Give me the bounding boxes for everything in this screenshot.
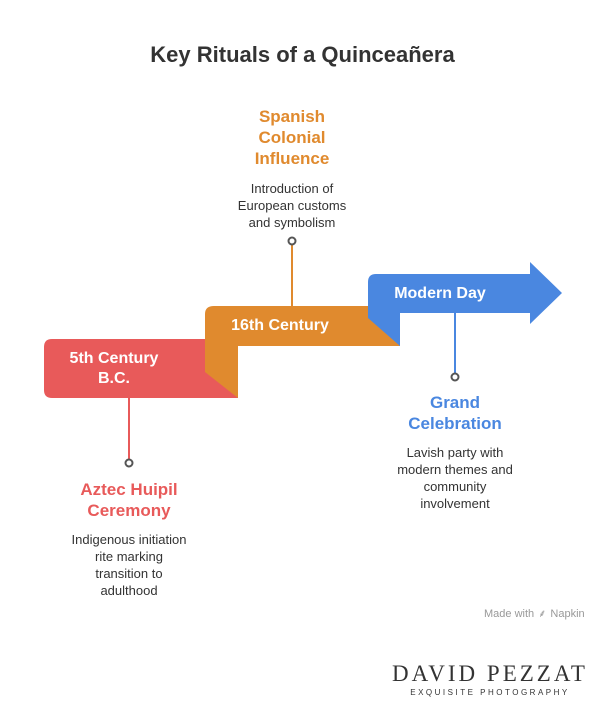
desc-grand-celebration: Lavish party with modern themes and comm… [397,445,513,511]
napkin-label: Napkin [550,607,585,620]
desc-spanish-colonial: Introduction of European customs and sym… [237,181,347,230]
connector-dot-blue [450,372,460,382]
napkin-logo-icon: ⸙ [538,608,547,620]
heading-aztec-huipil: Aztec Huipil Ceremony [80,480,178,520]
made-with-napkin: Made with ⸙ Napkin [484,606,585,621]
desc-aztec-huipil: Indigenous initiation rite marking trans… [71,532,187,598]
connector-dot-orange [287,236,297,246]
step-red-shape [44,339,238,398]
step-period-16th-century: 16th Century [231,317,329,334]
step-blue-shape [368,262,562,346]
heading-grand-celebration: Grand Celebration [408,393,502,433]
step-orange-shape [205,306,400,398]
step-period-modern-day: Modern Day [394,285,486,302]
heading-spanish-colonial: Spanish Colonial Influence [254,107,330,168]
brand-tagline: EXQUISITE PHOTOGRAPHY [410,688,570,697]
brand-name: DAVID PEZZAT [392,661,588,686]
connector-dot-red [124,458,134,468]
made-with-label: Made with [484,607,535,620]
brand-logo: DAVID PEZZAT EXQUISITE PHOTOGRAPHY [380,661,600,698]
step-period-5th-century: 5th Century B.C. [69,350,159,387]
diagram-title: Key Rituals of a Quinceañera [150,42,455,67]
